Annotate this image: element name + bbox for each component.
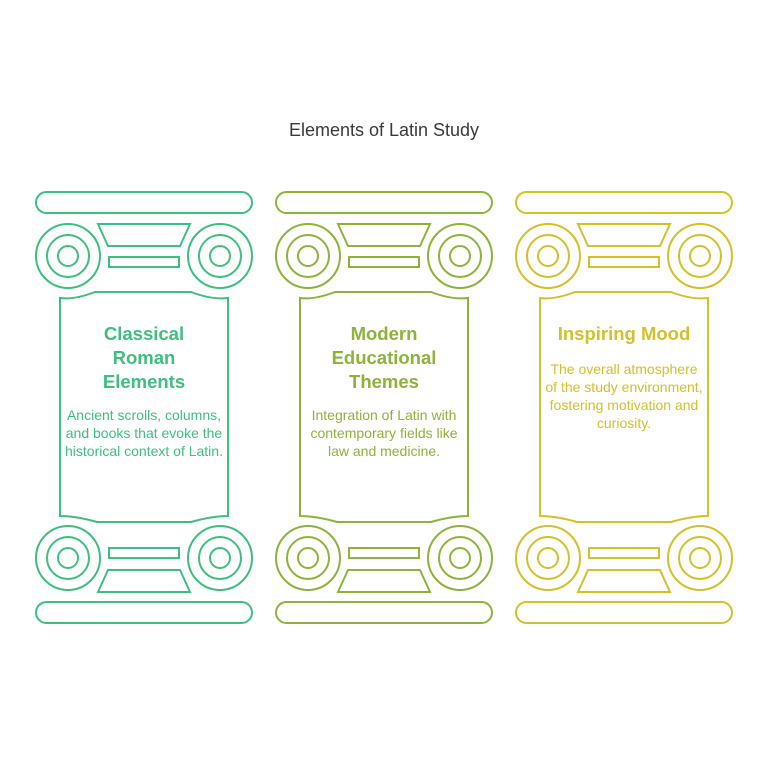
volute-outer <box>275 223 341 289</box>
capital-bottom-trapezoid <box>336 569 432 593</box>
capital-top-trapezoid <box>336 223 432 247</box>
volute-middle <box>526 536 570 580</box>
pillar-description: The overall atmosphere of the study envi… <box>545 361 703 431</box>
bottom-plinth <box>515 601 733 624</box>
top-abacus <box>275 191 493 214</box>
volute-outer <box>35 525 101 591</box>
volute-outer <box>667 525 733 591</box>
capital-top-trapezoid <box>96 223 192 247</box>
volute-inner <box>689 245 711 267</box>
volute-middle <box>198 234 242 278</box>
volute-inner <box>537 245 559 267</box>
column-shaft <box>59 291 229 523</box>
volute-inner <box>297 245 319 267</box>
volute-middle <box>198 536 242 580</box>
volute-inner <box>57 547 79 569</box>
capital-bottom-band <box>108 547 180 559</box>
capital-top-band <box>108 256 180 268</box>
volute-outer <box>515 525 581 591</box>
capital-bottom-trapezoid <box>96 569 192 593</box>
volute-middle <box>678 234 722 278</box>
volute-outer <box>515 223 581 289</box>
volute-outer <box>427 525 493 591</box>
volute-middle <box>46 536 90 580</box>
volute-middle <box>46 234 90 278</box>
volute-inner <box>209 245 231 267</box>
pillar-description: Ancient scrolls, columns, and books that… <box>65 407 223 459</box>
volute-outer <box>187 223 253 289</box>
volute-outer <box>35 223 101 289</box>
volute-middle <box>286 234 330 278</box>
capital-top-band <box>348 256 420 268</box>
volute-outer <box>427 223 493 289</box>
volute-outer <box>187 525 253 591</box>
capital-bottom-trapezoid <box>576 569 672 593</box>
column-shaft <box>299 291 469 523</box>
top-abacus <box>515 191 733 214</box>
capital-top-trapezoid <box>576 223 672 247</box>
volute-inner <box>297 547 319 569</box>
pillar-heading: Classical Roman Elements <box>102 323 186 392</box>
capital-top-band <box>588 256 660 268</box>
capital-bottom-band <box>588 547 660 559</box>
diagram-title: Elements of Latin Study <box>288 120 480 140</box>
volute-inner <box>209 547 231 569</box>
volute-inner <box>449 547 471 569</box>
volute-inner <box>57 245 79 267</box>
volute-inner <box>537 547 559 569</box>
volute-middle <box>438 234 482 278</box>
volute-middle <box>286 536 330 580</box>
volute-middle <box>526 234 570 278</box>
bottom-plinth <box>275 601 493 624</box>
pillar-heading: Modern Educational Themes <box>331 323 437 392</box>
volute-middle <box>678 536 722 580</box>
pillar-heading: Inspiring Mood <box>557 323 691 344</box>
bottom-plinth <box>35 601 253 624</box>
capital-bottom-band <box>348 547 420 559</box>
volute-inner <box>689 547 711 569</box>
top-abacus <box>35 191 253 214</box>
volute-outer <box>667 223 733 289</box>
volute-outer <box>275 525 341 591</box>
volute-middle <box>438 536 482 580</box>
column-shaft <box>539 291 709 523</box>
volute-inner <box>449 245 471 267</box>
pillar-description: Integration of Latin with contemporary f… <box>310 407 458 459</box>
